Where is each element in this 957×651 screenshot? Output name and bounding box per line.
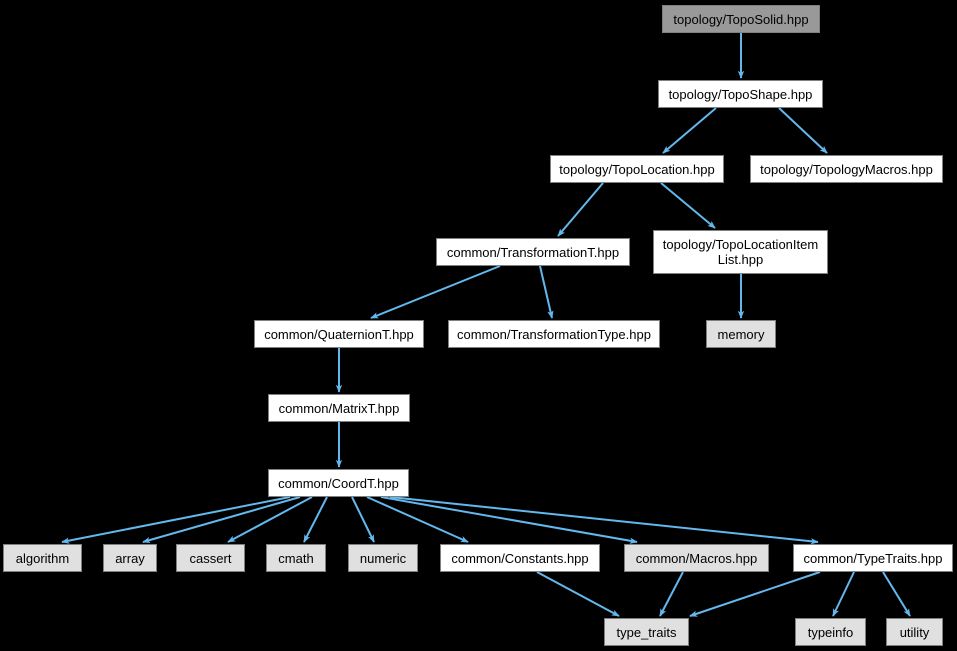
- graph-node-typetraits[interactable]: common/TypeTraits.hpp: [793, 544, 953, 572]
- graph-node-cmath[interactable]: cmath: [266, 544, 326, 572]
- graph-edge: [351, 496, 375, 543]
- graph-edge: [61, 496, 291, 544]
- graph-edge: [689, 571, 821, 617]
- graph-node-topolocation[interactable]: topology/TopoLocation.hpp: [550, 155, 724, 183]
- graph-edge: [660, 182, 716, 229]
- graph-edge: [303, 496, 328, 543]
- graph-edge: [539, 265, 554, 319]
- graph-node-type_traits[interactable]: type_traits: [604, 618, 689, 646]
- graph-edge: [142, 496, 301, 544]
- graph-edge: [662, 107, 717, 154]
- graph-edge: [832, 571, 855, 617]
- graph-node-quaterniont[interactable]: common/QuaternionT.hpp: [254, 320, 424, 348]
- graph-edge: [380, 496, 638, 544]
- graph-node-transformationt[interactable]: common/TransformationT.hpp: [436, 238, 630, 266]
- graph-edge: [227, 496, 313, 543]
- graph-node-memory[interactable]: memory: [706, 320, 776, 348]
- graph-node-matrixt[interactable]: common/MatrixT.hpp: [268, 394, 410, 422]
- graph-edge: [659, 571, 684, 617]
- graph-node-numeric[interactable]: numeric: [348, 544, 418, 572]
- graph-node-topologymacros[interactable]: topology/TopologyMacros.hpp: [750, 155, 943, 183]
- graph-node-transformationtype[interactable]: common/TransformationType.hpp: [448, 320, 660, 348]
- graph-edge: [366, 496, 469, 543]
- graph-edge: [882, 571, 911, 617]
- graph-node-array[interactable]: array: [103, 544, 157, 572]
- graph-node-toposhape[interactable]: topology/TopoShape.hpp: [658, 80, 823, 108]
- graph-edge: [389, 496, 819, 545]
- graph-node-algorithm[interactable]: algorithm: [3, 544, 82, 572]
- graph-node-coordt[interactable]: common/CoordT.hpp: [268, 469, 409, 497]
- graph-node-typeinfo[interactable]: typeinfo: [795, 618, 866, 646]
- graph-edge: [370, 265, 501, 319]
- graph-node-macros[interactable]: common/Macros.hpp: [624, 544, 769, 572]
- graph-edge: [557, 182, 604, 237]
- graph-edge: [778, 107, 828, 154]
- graph-edge: [536, 571, 620, 617]
- graph-node-topolocationitemlist[interactable]: topology/TopoLocationItem List.hpp: [653, 230, 828, 274]
- graph-node-utility[interactable]: utility: [886, 618, 943, 646]
- graph-node-cassert[interactable]: cassert: [176, 544, 245, 572]
- graph-node-toposolid[interactable]: topology/TopoSolid.hpp: [662, 5, 820, 33]
- graph-node-constants[interactable]: common/Constants.hpp: [440, 544, 600, 572]
